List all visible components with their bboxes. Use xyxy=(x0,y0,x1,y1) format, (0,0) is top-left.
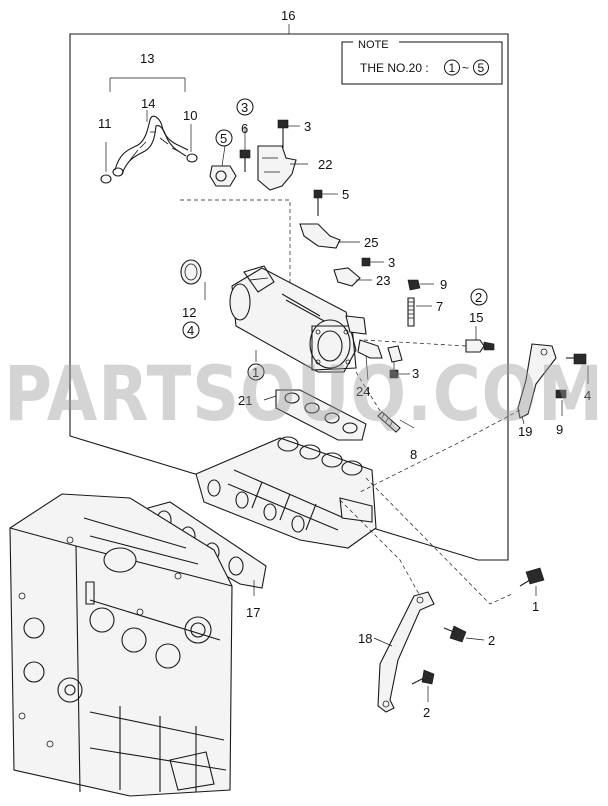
note-body: THE NO.20 : xyxy=(360,61,429,75)
callout-21: 21 xyxy=(238,393,252,408)
lower-manifold xyxy=(195,436,377,549)
callout-17: 17 xyxy=(246,605,260,620)
callout-1: 1 xyxy=(532,599,539,614)
stud-8 xyxy=(355,371,401,433)
callout-11: 11 xyxy=(98,116,112,131)
hose-bracket xyxy=(105,77,192,172)
note-range-end: 5 xyxy=(478,61,485,75)
bracket-23 xyxy=(333,257,384,287)
circled-3: 3 xyxy=(241,100,248,115)
note-range-sep: ~ xyxy=(462,61,469,75)
bracket-22 xyxy=(257,145,308,191)
callout-19: 19 xyxy=(518,424,532,439)
bracket-19 xyxy=(359,343,589,493)
callout-7: 7 xyxy=(436,299,443,314)
callout-12: 12 xyxy=(182,305,196,320)
callout-16: 16 xyxy=(281,8,295,23)
watermark-text: PARTSOUQ.COM xyxy=(4,349,604,438)
callout-18: 18 xyxy=(358,631,372,646)
callout-3b: 3 xyxy=(388,255,395,270)
note-range-start: 1 xyxy=(449,61,456,75)
callout-8: 8 xyxy=(410,447,417,462)
intake-manifold xyxy=(229,265,367,373)
vacuum-hose xyxy=(100,115,198,184)
gasket-21 xyxy=(275,389,367,441)
callout-labels: 16 13 14 11 10 3 6 5 3 22 5 25 3 23 9 7 … xyxy=(98,8,591,720)
callout-3a: 3 xyxy=(304,119,311,134)
plug-12 xyxy=(180,259,202,285)
assembly-frame xyxy=(69,24,509,561)
callout-5: 5 xyxy=(342,187,349,202)
circled-5: 5 xyxy=(220,131,227,146)
circled-2: 2 xyxy=(475,290,482,305)
bracket-18 xyxy=(339,477,545,713)
callout-25: 25 xyxy=(364,235,378,250)
callout-4: 4 xyxy=(584,388,591,403)
note-title: NOTE xyxy=(358,39,389,51)
callout-22: 22 xyxy=(318,157,332,172)
callout-3c: 3 xyxy=(412,366,419,381)
callout-6: 6 xyxy=(241,121,248,136)
circled-1: 1 xyxy=(252,365,259,380)
engine-block xyxy=(9,493,233,797)
callout-23: 23 xyxy=(376,273,390,288)
circled-4: 4 xyxy=(187,323,194,338)
sensor-15 xyxy=(363,326,495,353)
vacuum-fitting xyxy=(180,119,300,300)
callout-15: 15 xyxy=(469,310,483,325)
callout-9a: 9 xyxy=(440,277,447,292)
callout-13: 13 xyxy=(140,51,154,66)
callout-2b: 2 xyxy=(423,705,430,720)
bolt-5 xyxy=(313,189,338,216)
leader-lines xyxy=(204,282,415,596)
bracket-25 xyxy=(299,223,360,249)
stud-7 xyxy=(407,279,434,327)
callout-9b: 9 xyxy=(556,422,563,437)
callout-2a: 2 xyxy=(488,633,495,648)
connector-24 xyxy=(357,339,410,379)
callout-14: 14 xyxy=(141,96,155,111)
callout-24: 24 xyxy=(356,384,370,399)
note-box: NOTE THE NO.20 : 1 ~ 5 xyxy=(341,38,503,85)
callout-10: 10 xyxy=(183,108,197,123)
